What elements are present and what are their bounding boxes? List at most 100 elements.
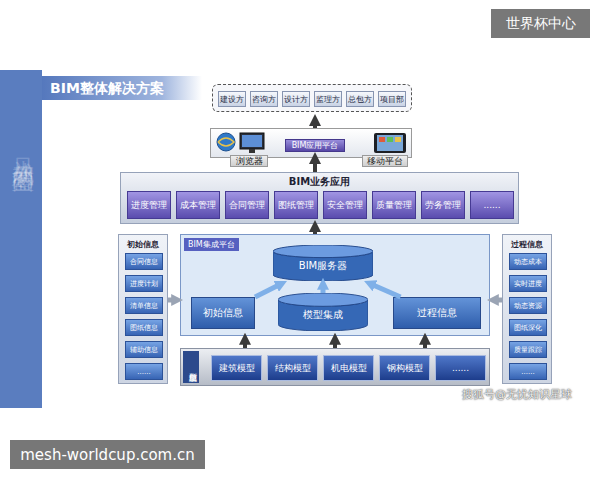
node-text: 图纸深化	[514, 323, 542, 333]
title-banner: BIM整体解决方案	[42, 76, 202, 100]
globe-swirl	[218, 138, 234, 146]
watermark-badge: 世界杯中心	[491, 9, 590, 38]
node-text: 咨询方	[252, 94, 276, 105]
info-item: 进度计划	[125, 275, 163, 292]
model-cylinder: 模型集成	[278, 293, 368, 331]
node-text: 质量跟踪	[514, 345, 542, 355]
monitor-display	[242, 135, 262, 147]
tablet-screen	[377, 135, 403, 151]
stakeholder-box: 设计方	[282, 91, 310, 107]
monitor-screen	[240, 133, 264, 149]
node-text: 质量管理	[376, 199, 412, 212]
stakeholder-box: 建设方	[218, 91, 246, 107]
node-text: 清单信息	[130, 301, 158, 311]
business-box: 安全管理	[323, 191, 367, 219]
node-text: 建设方	[220, 94, 244, 105]
node-text: BIM应用平台	[292, 140, 339, 151]
info-item: 质量跟踪	[509, 341, 547, 358]
layout-arrow	[313, 122, 317, 128]
node-text: 钢构模型	[387, 362, 423, 375]
info-item: 实时进度	[509, 275, 547, 292]
node-text: 合同信息	[130, 257, 158, 267]
node-text: 进度管理	[131, 199, 167, 212]
connector-arrow	[255, 285, 280, 297]
info-item: 辅助信息	[125, 341, 163, 358]
node-text: 劳务管理	[425, 199, 461, 212]
node-text: 浏览器	[236, 155, 263, 168]
heading-text: BIM集成平台	[184, 238, 239, 251]
model-box: ......	[435, 355, 486, 381]
cylinder-top	[278, 293, 368, 306]
business-band: BIM业务应用进度管理成本管理合同管理图纸管理安全管理质量管理劳务管理.....…	[120, 172, 519, 224]
model-band: 模型信息建筑模型结构模型机电模型钢构模型......	[180, 348, 490, 386]
node-text: 动态资源	[514, 301, 542, 311]
info-item: 动态资源	[509, 297, 547, 314]
integration-platform: BIM集成平台 BIM服务器初始信息 模型集成 过程信息	[180, 234, 490, 336]
model-box: 机电模型	[323, 355, 374, 381]
heading-text: 过程信息	[503, 239, 551, 250]
node-text: 实时进度	[514, 279, 542, 289]
connector-arrow	[333, 341, 337, 348]
business-box: 劳务管理	[421, 191, 465, 219]
node-text: BIM服务器	[299, 253, 347, 273]
node-text: ......	[137, 368, 150, 376]
node-text: 移动平台	[367, 155, 403, 168]
tablet-app	[379, 137, 385, 142]
node-text: 项目部	[380, 94, 404, 105]
node-text: 总包方	[348, 94, 372, 105]
model-box: 结构模型	[267, 355, 318, 381]
tablet-app	[387, 137, 393, 142]
platform-box: BIM应用平台	[285, 139, 345, 152]
node-text: 监理方	[316, 94, 340, 105]
node-text: 建筑模型	[219, 362, 255, 375]
monitor-stand	[249, 149, 255, 153]
info-item: 动态成本	[509, 253, 547, 270]
node-text: ......	[483, 200, 500, 210]
model-box: 钢构模型	[379, 355, 430, 381]
tablet-app	[395, 137, 401, 142]
connector-arrow	[423, 341, 427, 348]
node-text: 初始信息	[203, 306, 243, 320]
url-watermark: mesh-worldcup.com.cn	[10, 440, 205, 469]
node-text: 安全管理	[327, 199, 363, 212]
info-item: 图纸信息	[125, 319, 163, 336]
server-cylinder: BIM服务器	[273, 245, 373, 281]
connector-arrow	[168, 298, 175, 303]
stakeholder-box: 总包方	[346, 91, 374, 107]
info-item: ......	[125, 363, 163, 380]
node-text: 过程信息	[417, 306, 457, 320]
heading-text: 初始信息	[119, 239, 167, 250]
title-slot: BIM整体解决方案	[50, 78, 164, 98]
process-box: 初始信息	[191, 297, 255, 329]
node-text: ......	[452, 363, 469, 373]
business-box: 成本管理	[176, 191, 220, 219]
business-box: 图纸管理	[274, 191, 318, 219]
heading-text: BIM业务应用	[121, 175, 518, 189]
node-text: 进度计划	[130, 279, 158, 289]
info-item: 合同信息	[125, 253, 163, 270]
info-item: ......	[509, 363, 547, 380]
device-label: 浏览器	[230, 155, 268, 167]
model-box: 建筑模型	[211, 355, 262, 381]
business-box: ......	[470, 191, 514, 219]
node-text: 合同管理	[229, 199, 265, 212]
source-watermark: 搜狐号@无忧知识星球	[462, 387, 572, 402]
connector-arrow	[313, 228, 317, 234]
globe-icon	[217, 133, 235, 151]
business-box: 进度管理	[127, 191, 171, 219]
business-box: 质量管理	[372, 191, 416, 219]
node-text: 机电模型	[331, 362, 367, 375]
node-text: 动态成本	[514, 257, 542, 267]
stakeholder-box: 项目部	[378, 91, 406, 107]
cylinder-top	[273, 245, 373, 258]
side-band	[0, 70, 42, 408]
node-text: 结构模型	[275, 362, 311, 375]
info-item: 图纸深化	[509, 319, 547, 336]
connector-arrow	[313, 160, 317, 172]
stakeholder-box: 咨询方	[250, 91, 278, 107]
slogan-watermark: 只为成就您的蓝图	[8, 140, 38, 156]
slide-title: BIM整体解决方案	[50, 80, 164, 96]
